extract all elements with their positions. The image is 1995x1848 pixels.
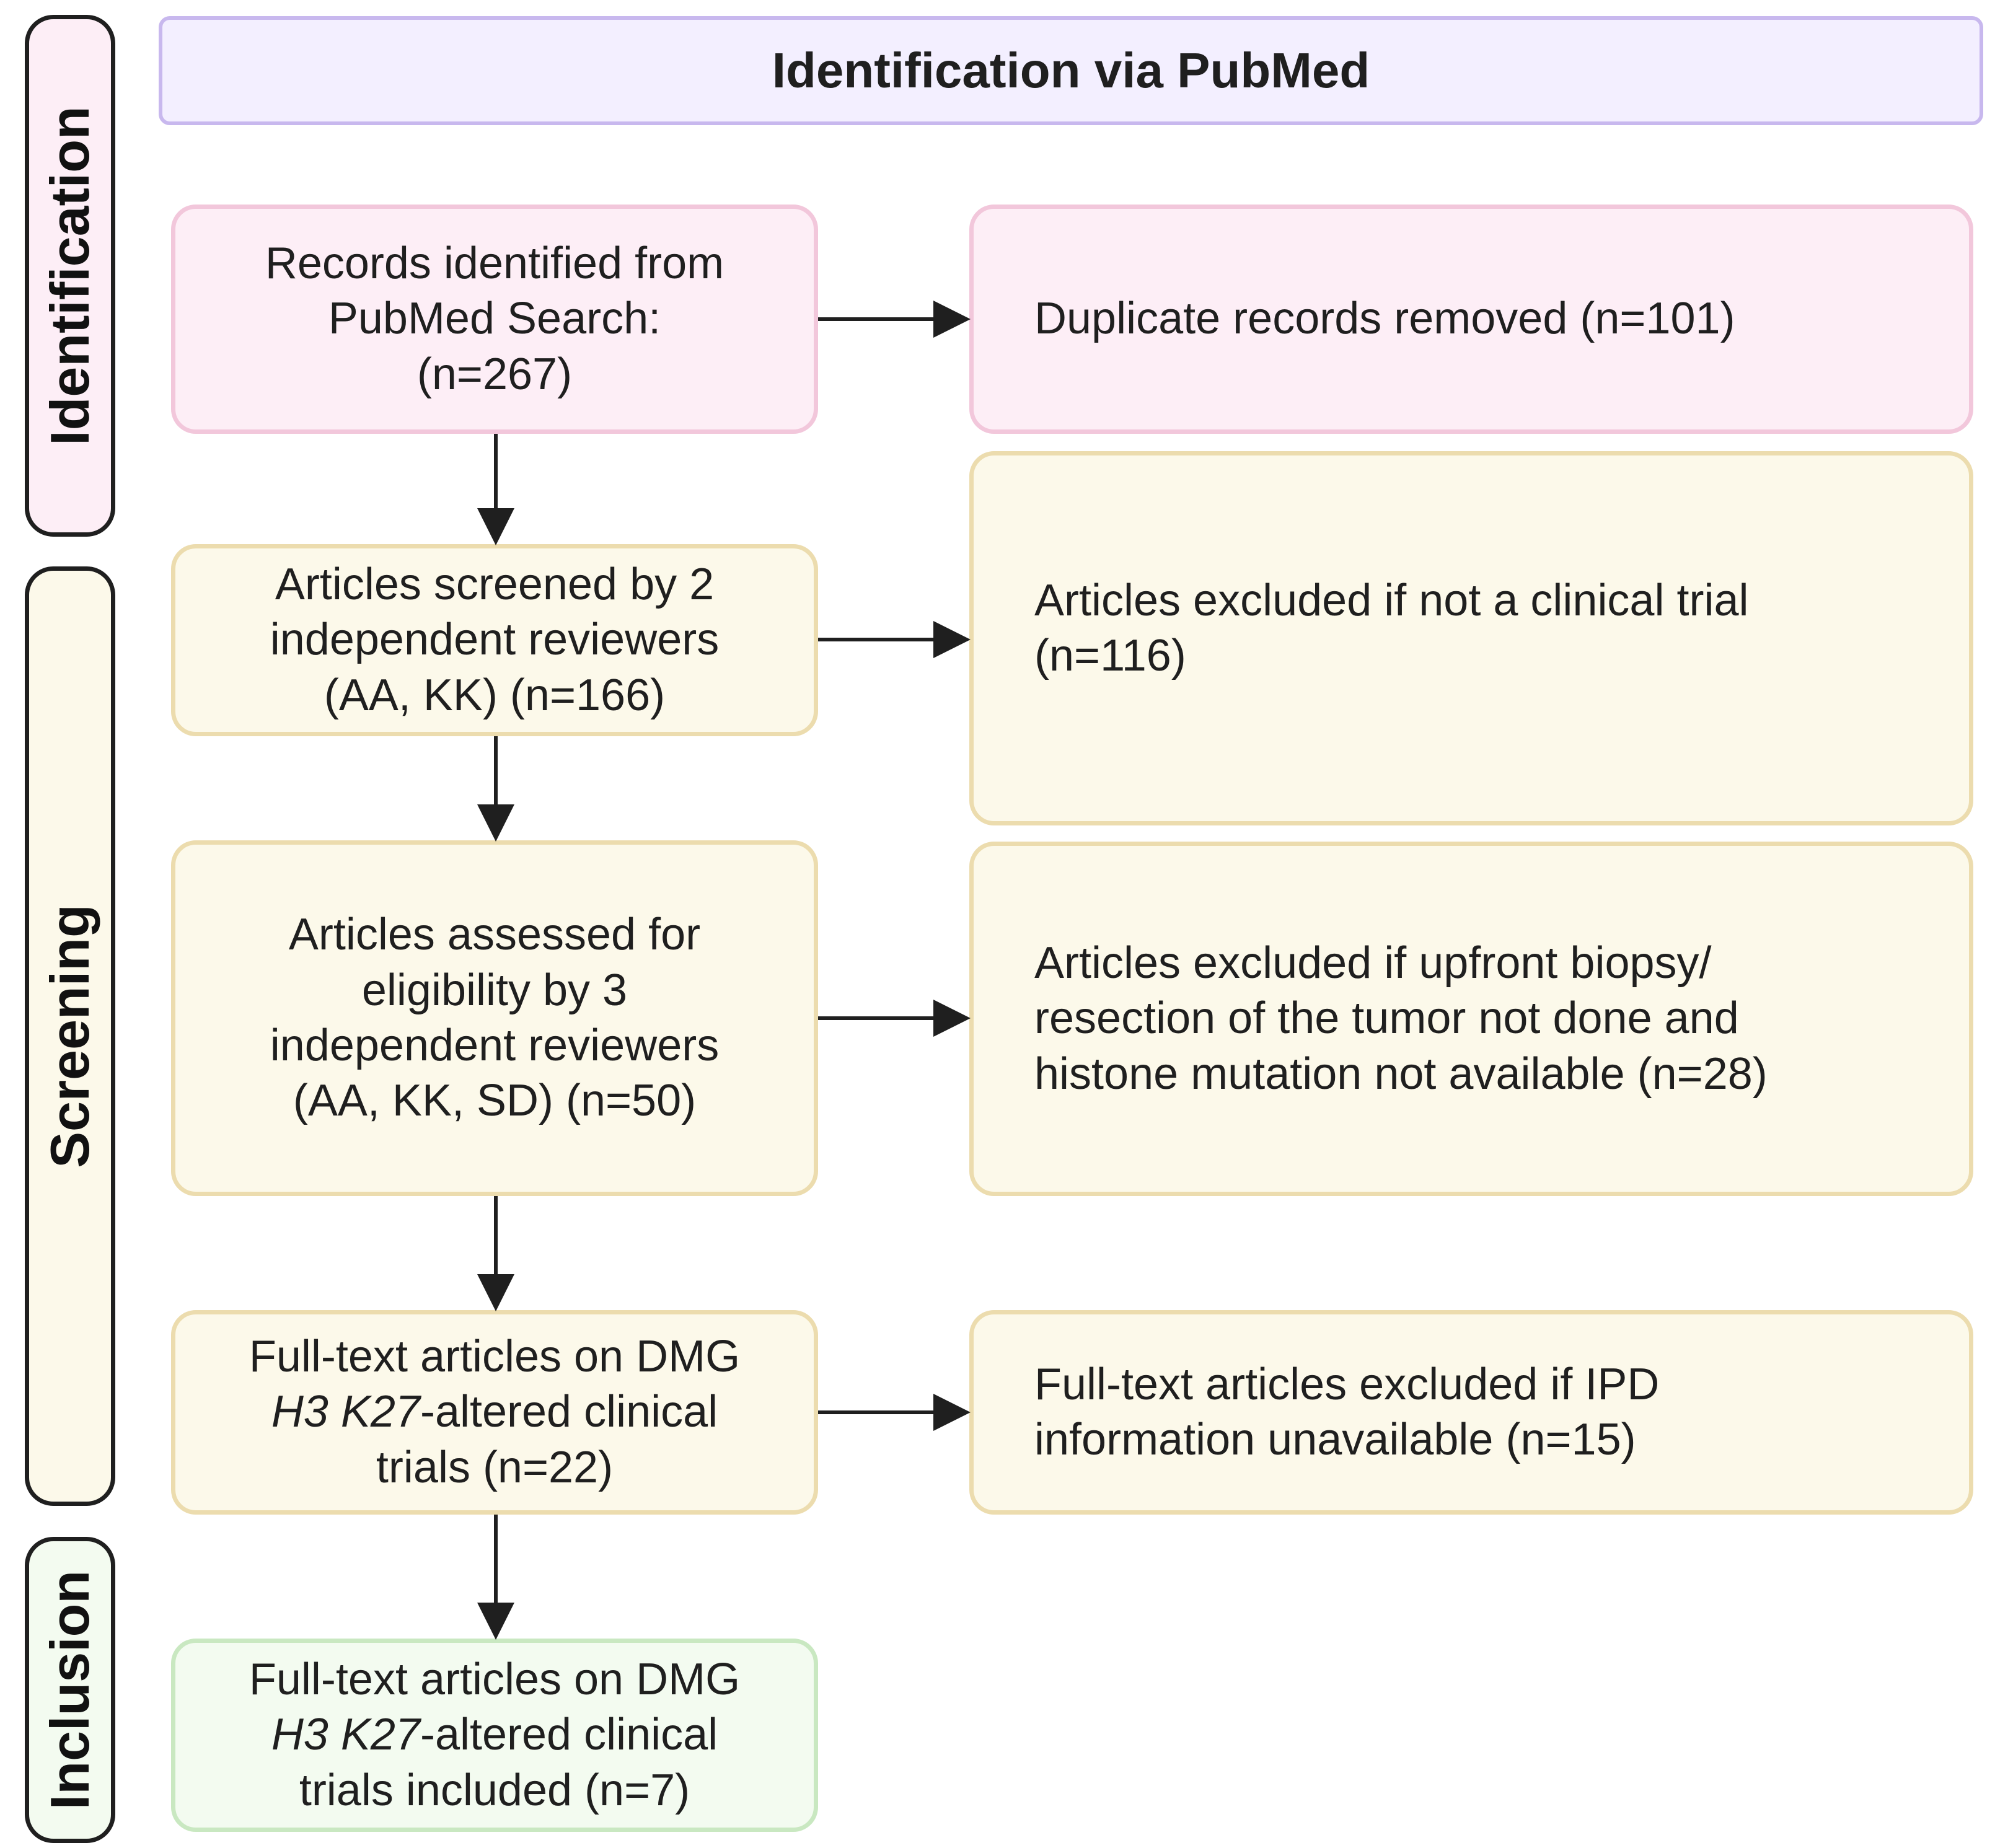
box-records-identified: Records identified from PubMed Search: (… [171, 205, 818, 434]
assessed-line-1: Articles assessed for [288, 910, 701, 960]
duplicates-line-1: Duplicate records removed (n=101) [1034, 294, 1735, 344]
records-identified-line-2: PubMed Search: [328, 294, 661, 344]
header-identification-pubmed: Identification via PubMed [159, 16, 1983, 125]
excluded-not-trial-line-1: Articles excluded if not a clinical tria… [1034, 576, 1749, 625]
box-excluded-not-trial: Articles excluded if not a clinical tria… [969, 451, 1973, 825]
stage-identification: Identification [25, 15, 115, 537]
included-line-2-rest: -altered clinical [420, 1710, 718, 1760]
articles-screened-line-3: (AA, KK) (n=166) [324, 670, 666, 720]
stage-inclusion: Inclusion [25, 1537, 115, 1843]
records-identified-line-1: Records identified from [265, 239, 724, 289]
box-assessed-eligibility: Articles assessed for eligibility by 3 i… [171, 840, 818, 1196]
assessed-line-4: (AA, KK, SD) (n=50) [293, 1076, 697, 1126]
fulltext-line-2: H3 K27-altered clinical [249, 1384, 740, 1440]
box-excluded-no-biopsy: Articles excluded if upfront biopsy/ res… [969, 842, 1973, 1196]
included-line-2: H3 K27-altered clinical [249, 1707, 740, 1762]
included-line-3: trials included (n=7) [299, 1765, 690, 1815]
excluded-ipd-line-1: Full-text articles excluded if IPD [1034, 1359, 1660, 1409]
articles-screened-line-1: Articles screened by 2 [275, 560, 715, 610]
included-gene-italic: H3 K27 [271, 1710, 420, 1760]
fulltext-line-2-rest: -altered clinical [420, 1387, 718, 1437]
excluded-not-trial-line-2: (n=116) [1034, 631, 1186, 681]
header-title: Identification via PubMed [772, 43, 1370, 99]
fulltext-line-1: Full-text articles on DMG [249, 1332, 741, 1382]
included-line-1: Full-text articles on DMG [249, 1655, 741, 1705]
excluded-biopsy-line-1: Articles excluded if upfront biopsy/ [1034, 938, 1712, 988]
stage-screening: Screening [25, 566, 115, 1506]
box-fulltext-articles: Full-text articles on DMG H3 K27-altered… [171, 1310, 818, 1515]
assessed-line-3: independent reviewers [270, 1021, 720, 1070]
records-identified-line-3: (n=267) [416, 349, 573, 399]
excluded-biopsy-line-3: histone mutation not available (n=28) [1034, 1049, 1768, 1099]
excluded-ipd-line-2: information unavailable (n=15) [1034, 1415, 1636, 1464]
box-excluded-ipd: Full-text articles excluded if IPD infor… [969, 1310, 1973, 1515]
fulltext-gene-italic: H3 K27 [271, 1387, 420, 1437]
box-included: Full-text articles on DMG H3 K27-altered… [171, 1639, 818, 1832]
assessed-line-2: eligibility by 3 [361, 965, 628, 1015]
box-articles-screened: Articles screened by 2 independent revie… [171, 544, 818, 736]
articles-screened-line-2: independent reviewers [270, 615, 720, 665]
fulltext-line-3: trials (n=22) [376, 1442, 614, 1492]
box-duplicates-removed: Duplicate records removed (n=101) [969, 205, 1973, 434]
excluded-biopsy-line-2: resection of the tumor not done and [1034, 993, 1739, 1044]
